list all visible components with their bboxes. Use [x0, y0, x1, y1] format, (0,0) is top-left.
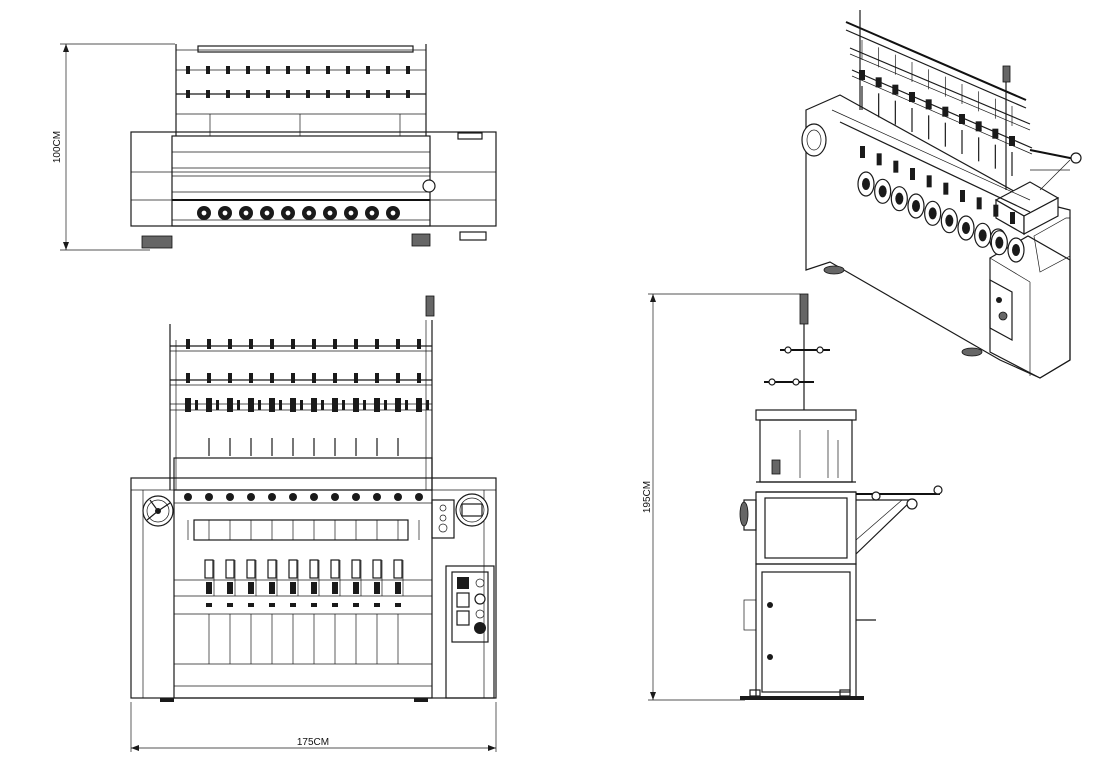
control-cabinet — [445, 565, 495, 699]
signal-light-side — [799, 293, 809, 325]
isometric-view — [801, 10, 1082, 379]
height-dimension-side-view: 195CM — [642, 293, 800, 701]
gauge-icon-iso — [801, 123, 827, 157]
front-view: 175CM — [130, 295, 497, 752]
height-label-side-view: 195CM — [642, 481, 653, 513]
width-label-front-view: 175CM — [297, 737, 329, 748]
signal-light — [425, 295, 435, 317]
side-view: 195CM — [642, 293, 943, 701]
top-view: 100CM — [52, 43, 497, 251]
height-label-top-view: 100CM — [52, 131, 63, 163]
width-dimension-front-view: 175CM — [130, 702, 497, 752]
control-panel — [451, 571, 489, 643]
height-dimension-top-view: 100CM — [52, 43, 175, 251]
